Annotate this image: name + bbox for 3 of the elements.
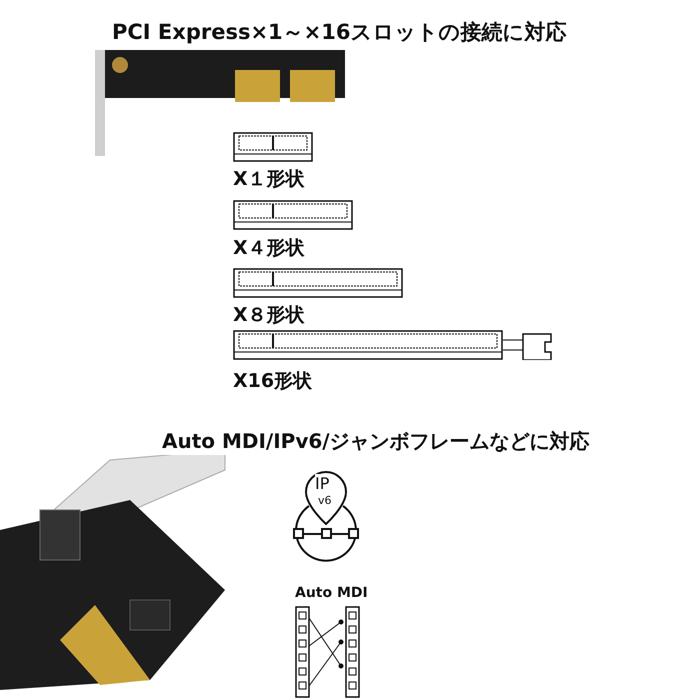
heading: Auto MDI/IPv6/ジャンボフレームなどに対応	[162, 428, 590, 455]
icon-text: v6	[318, 494, 332, 507]
heading: PCI Express×1～×16スロットの接続に対応	[112, 18, 566, 46]
